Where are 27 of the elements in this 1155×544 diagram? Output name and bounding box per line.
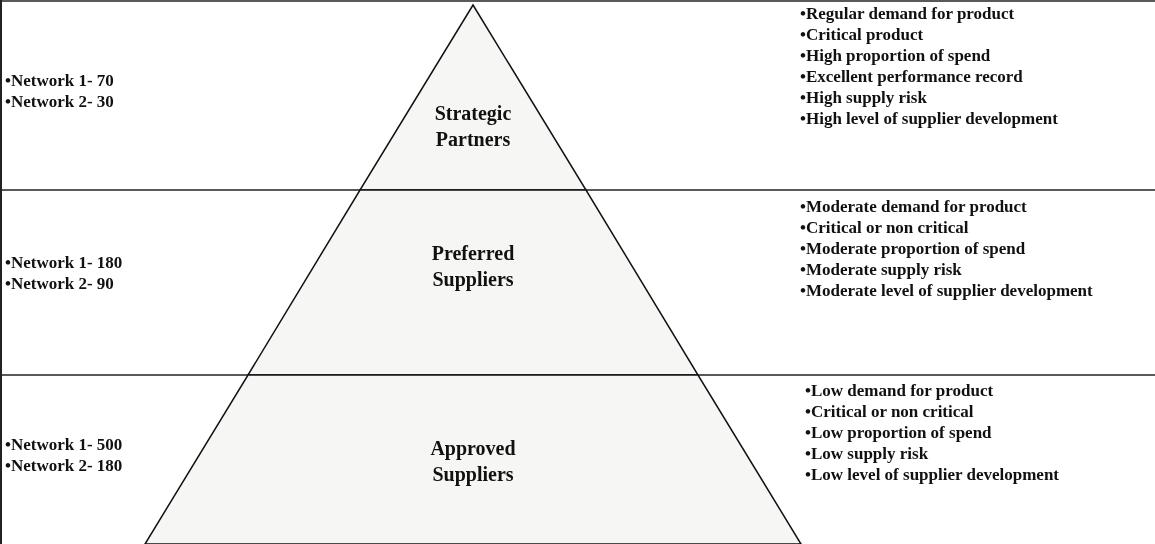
tier-label: Preferred Suppliers: [430, 241, 516, 292]
supplier-count: •Network 1- 180: [5, 252, 123, 273]
criteria-item: •Excellent performance record: [800, 66, 1024, 87]
supplier-count: •Network 2- 180: [5, 455, 123, 476]
criteria-item: •Low demand for product: [805, 380, 995, 401]
supplier-count: •Network 1- 70: [5, 70, 114, 91]
criteria-item: •Moderate level of supplier development: [800, 280, 1094, 301]
criteria-item: •Low level of supplier development: [805, 464, 1061, 485]
supplier-count: •Network 2- 30: [5, 91, 114, 112]
tier-label: Approved Suppliers: [429, 436, 517, 487]
supplier-count: •Network 1- 500: [5, 434, 123, 455]
criteria-item: •Critical product: [800, 24, 925, 45]
criteria-item: •Moderate demand for product: [800, 196, 1028, 217]
criteria-item: •High supply risk: [800, 87, 928, 108]
criteria-item: •Regular demand for product: [800, 3, 1016, 24]
tier-label: Strategic Partners: [433, 101, 513, 152]
criteria-item: •Moderate proportion of spend: [800, 238, 1027, 259]
criteria-item: •Low proportion of spend: [805, 422, 993, 443]
pyramid-tier: [145, 375, 801, 544]
criteria-item: •Low supply risk: [805, 443, 930, 464]
criteria-item: •Critical or non critical: [800, 217, 970, 238]
criteria-item: •Moderate supply risk: [800, 259, 963, 280]
pyramid-tier: [248, 190, 698, 375]
criteria-item: •High proportion of spend: [800, 45, 992, 66]
supplier-count: •Network 2- 90: [5, 273, 115, 294]
criteria-item: •High level of supplier development: [800, 108, 1059, 129]
criteria-item: •Critical or non critical: [805, 401, 975, 422]
